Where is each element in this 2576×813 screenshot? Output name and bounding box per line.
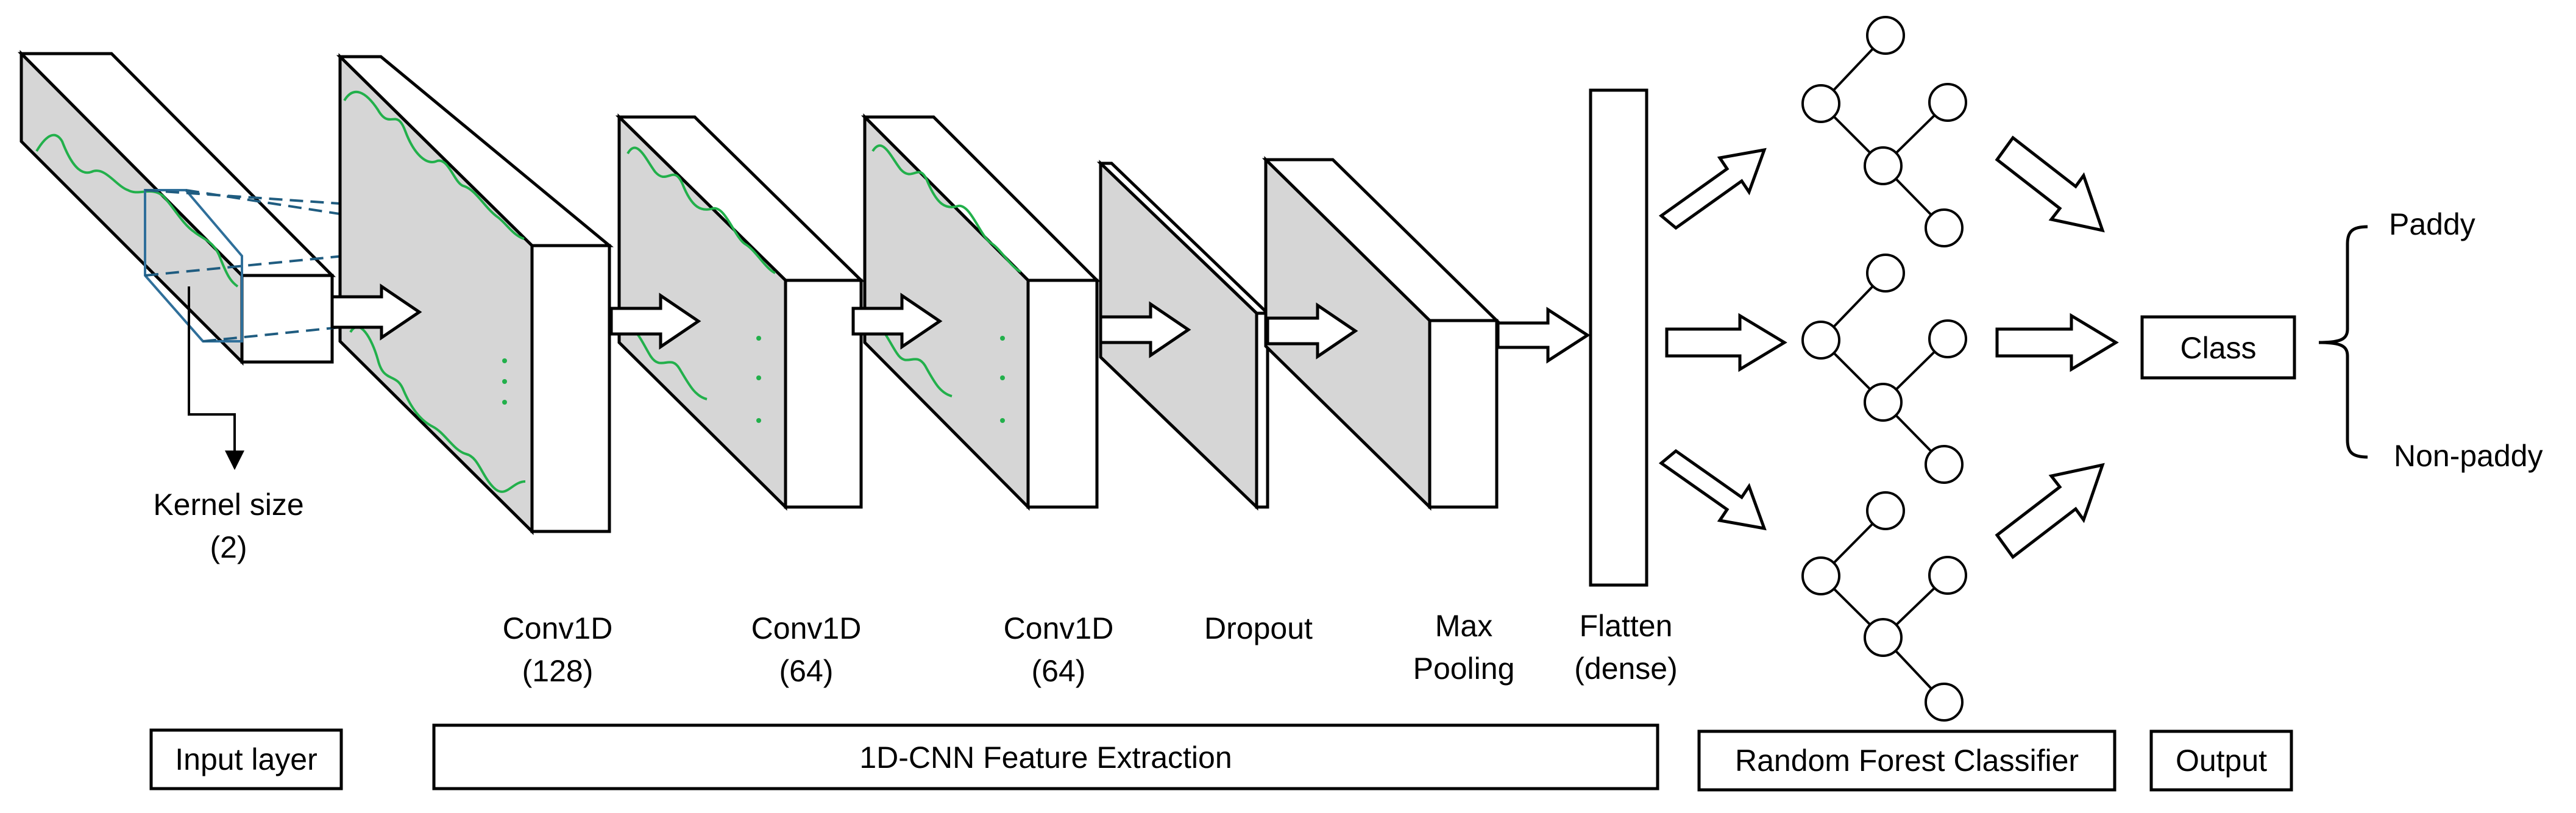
class-label-non-paddy: Non-paddy — [2394, 439, 2543, 473]
arrow-conv3-to-dropout — [1099, 301, 1191, 358]
conv2-signal — [626, 146, 776, 274]
arrow-tree-1-to-class — [1995, 135, 2105, 233]
layer-label-flatten-line2: (dense) — [1574, 651, 1678, 686]
arrow-flatten-to-tree-3 — [1658, 449, 1767, 531]
arrow-tree-3-to-class — [1995, 463, 2105, 559]
layer-label-flatten-line1: Flatten — [1580, 609, 1673, 643]
layer-label-maxpool-line2: Pooling — [1413, 651, 1515, 686]
conv3-dots — [1000, 336, 1005, 423]
arrow-conv1-to-conv2 — [609, 293, 701, 350]
arrow-dropout-to-maxpool — [1266, 302, 1358, 360]
conv3-signal — [871, 144, 1021, 273]
section-box-input — [149, 728, 343, 790]
layer-label-maxpool-line1: Max — [1435, 609, 1492, 643]
section-box-output — [2149, 730, 2293, 792]
layer-label-conv3-line1: Conv1D — [1004, 611, 1114, 645]
decision-tree-2 — [1801, 254, 1967, 484]
conv1-dots — [502, 358, 507, 405]
section-box-feature-extraction — [432, 723, 1659, 790]
section-label-input: Input layer — [175, 742, 317, 776]
conv2-dots — [756, 336, 761, 423]
conv1d-128-block — [336, 53, 614, 535]
layer-label-conv1-line2: (128) — [522, 654, 594, 688]
section-label-feature-extraction: 1D-CNN Feature Extraction — [859, 740, 1232, 775]
conv1d-64-block-2 — [860, 113, 1101, 511]
layer-label-conv2-line2: (64) — [779, 654, 834, 688]
flow-arrows — [330, 283, 1591, 364]
arrow-flatten-to-tree-2 — [1665, 313, 1787, 372]
layer-label-conv3-line2: (64) — [1032, 654, 1086, 688]
flatten-to-trees-arrows — [1658, 147, 1787, 531]
kernel-label-line2: (2) — [210, 530, 247, 564]
class-brace — [2318, 225, 2368, 459]
conv1-signal-top — [343, 90, 525, 240]
layer-label-conv1-line1: Conv1D — [503, 611, 613, 645]
class-label-paddy: Paddy — [2389, 207, 2475, 241]
arrow-flatten-to-tree-1 — [1658, 147, 1767, 230]
decision-tree-3 — [1801, 491, 1967, 722]
decision-tree-1 — [1801, 16, 1967, 247]
flatten-layer — [1589, 88, 1648, 587]
input-layer-block — [17, 49, 336, 366]
class-box — [2140, 315, 2296, 380]
trees-to-class-arrows — [1995, 135, 2119, 559]
layer-label-conv2-line1: Conv1D — [751, 611, 862, 645]
input-signal-curve — [35, 133, 239, 288]
conv1-signal-bottom — [349, 325, 526, 493]
arrow-input-to-conv1 — [330, 283, 422, 341]
kernel-label-line1: Kernel size — [153, 488, 303, 522]
arrow-conv2-to-conv3 — [851, 293, 943, 350]
arrow-tree-2-to-class — [1995, 313, 2119, 372]
conv1d-64-block-1 — [615, 113, 865, 511]
section-label-classifier: Random Forest Classifier — [1735, 744, 2079, 778]
class-label: Class — [2180, 331, 2256, 365]
layer-label-dropout: Dropout — [1204, 611, 1313, 645]
arrow-maxpool-to-flatten — [1496, 307, 1591, 364]
section-box-classifier — [1697, 730, 2117, 792]
section-label-output: Output — [2176, 744, 2267, 778]
kernel-callout — [188, 286, 244, 470]
